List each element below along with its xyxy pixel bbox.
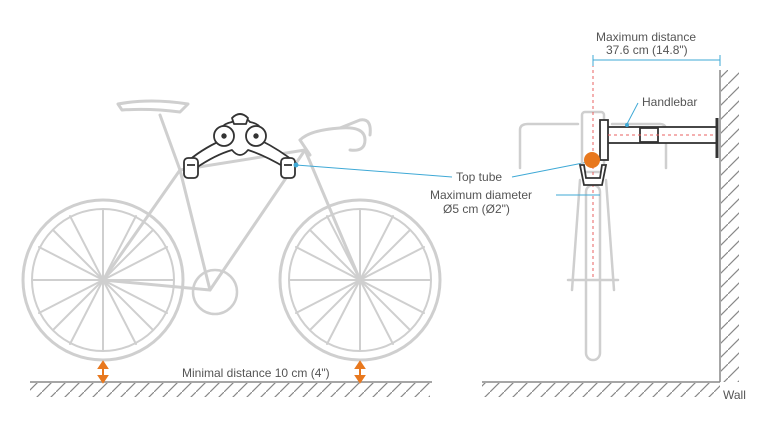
side-view-mount [183,113,297,179]
front-view-mount [578,118,719,186]
max-distance-value: 37.6 cm (14.8") [606,43,688,57]
top-tube-section-icon [584,152,600,168]
handlebar-leader [625,102,639,127]
side-view-bike [21,99,442,362]
minimal-distance-arrows [97,360,366,384]
handlebar-label: Handlebar [642,95,698,109]
max-diameter-value: Ø5 cm (Ø2") [443,202,510,216]
max-diameter-title: Maximum diameter [430,188,533,202]
top-tube-leader [293,161,589,178]
minimal-distance-label: Minimal distance 10 cm (4") [182,366,330,380]
side-view-ground [30,381,432,397]
top-tube-label: Top tube [456,170,503,184]
max-distance-title: Maximum distance [596,30,697,44]
wall [719,70,739,382]
max-distance-dimension [592,55,721,66]
wall-label: Wall [723,388,746,402]
front-view-ground [482,381,720,397]
